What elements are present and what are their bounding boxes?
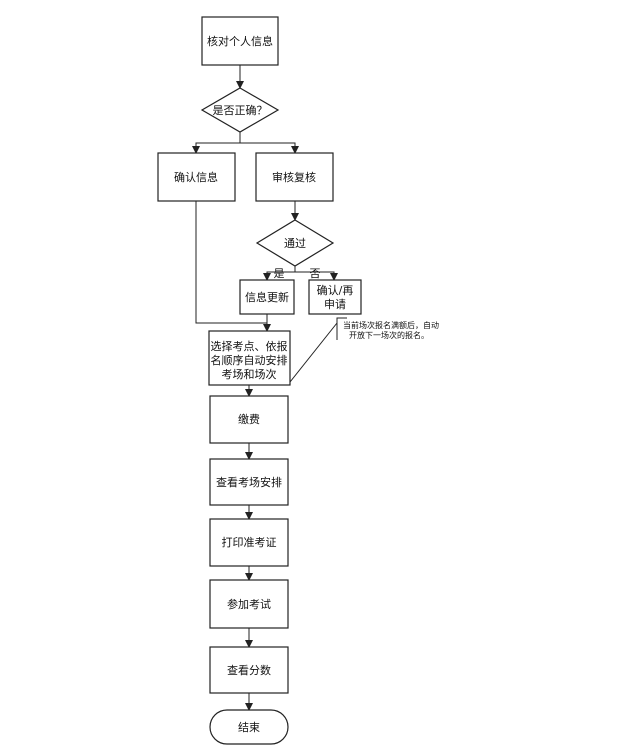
node-select-venue: 选择考点、依报 名顺序自动安排 考场和场次 xyxy=(208,330,291,386)
node-view-score: 查看分数 xyxy=(209,646,289,694)
note-connector xyxy=(289,322,338,383)
arrow-decision-to-review xyxy=(240,142,299,154)
node-verify-info-label: 核对个人信息 xyxy=(207,34,273,48)
node-confirm-info: 确认信息 xyxy=(157,152,236,202)
node-update-info: 信息更新 xyxy=(239,279,295,315)
node-review: 审核复核 xyxy=(255,152,334,202)
note-line-1: 当前场次报名满额后，自动 xyxy=(343,320,439,330)
note-line-2: 开放下一场次的报名。 xyxy=(349,330,429,340)
node-print-ticket-label: 打印准考证 xyxy=(222,535,277,549)
decision-is-correct-label: 是否正确？ xyxy=(213,104,268,117)
node-update-info-label: 信息更新 xyxy=(245,290,289,304)
note-bracket xyxy=(336,317,347,340)
arrow-passed-yes xyxy=(263,266,296,281)
node-print-ticket: 打印准考证 xyxy=(209,518,289,567)
terminator-end: 结束 xyxy=(209,709,289,745)
node-select-label-1: 选择考点、依报 xyxy=(211,339,288,353)
node-take-exam: 参加考试 xyxy=(209,579,289,629)
arrow-passed-no xyxy=(295,271,338,281)
node-select-label-3: 考场和场次 xyxy=(222,367,277,381)
node-reconfirm-label-1: 确认/再 xyxy=(317,284,354,297)
line-confirm-to-merge xyxy=(195,201,267,324)
node-select-label-2: 名顺序自动安排 xyxy=(211,353,288,367)
node-reconfirm-label-2: 申请 xyxy=(324,298,346,311)
decision-passed-label: 通过 xyxy=(284,237,306,250)
node-pay-label: 缴费 xyxy=(238,412,260,426)
decision-is-correct: 是否正确？ xyxy=(200,87,280,133)
node-view-arrangement: 查看考场安排 xyxy=(209,458,289,506)
node-reconfirm: 确认/再 申请 xyxy=(308,279,362,315)
node-view-arrangement-label: 查看考场安排 xyxy=(216,475,282,489)
branch-no-label: 否 xyxy=(310,267,321,280)
node-pay: 缴费 xyxy=(209,395,289,444)
arrow-decision-to-confirm xyxy=(192,132,241,154)
node-take-exam-label: 参加考试 xyxy=(227,597,271,611)
connectors xyxy=(192,65,347,711)
node-view-score-label: 查看分数 xyxy=(227,663,271,677)
node-review-label: 审核复核 xyxy=(272,170,316,184)
node-confirm-info-label: 确认信息 xyxy=(174,170,218,184)
branch-yes-label: 是 xyxy=(274,267,285,280)
decision-passed: 通过 xyxy=(255,219,335,267)
node-verify-info: 核对个人信息 xyxy=(201,16,279,66)
annotation-note: 当前场次报名满额后，自动 开放下一场次的报名。 xyxy=(343,320,439,340)
terminator-end-label: 结束 xyxy=(238,721,260,734)
